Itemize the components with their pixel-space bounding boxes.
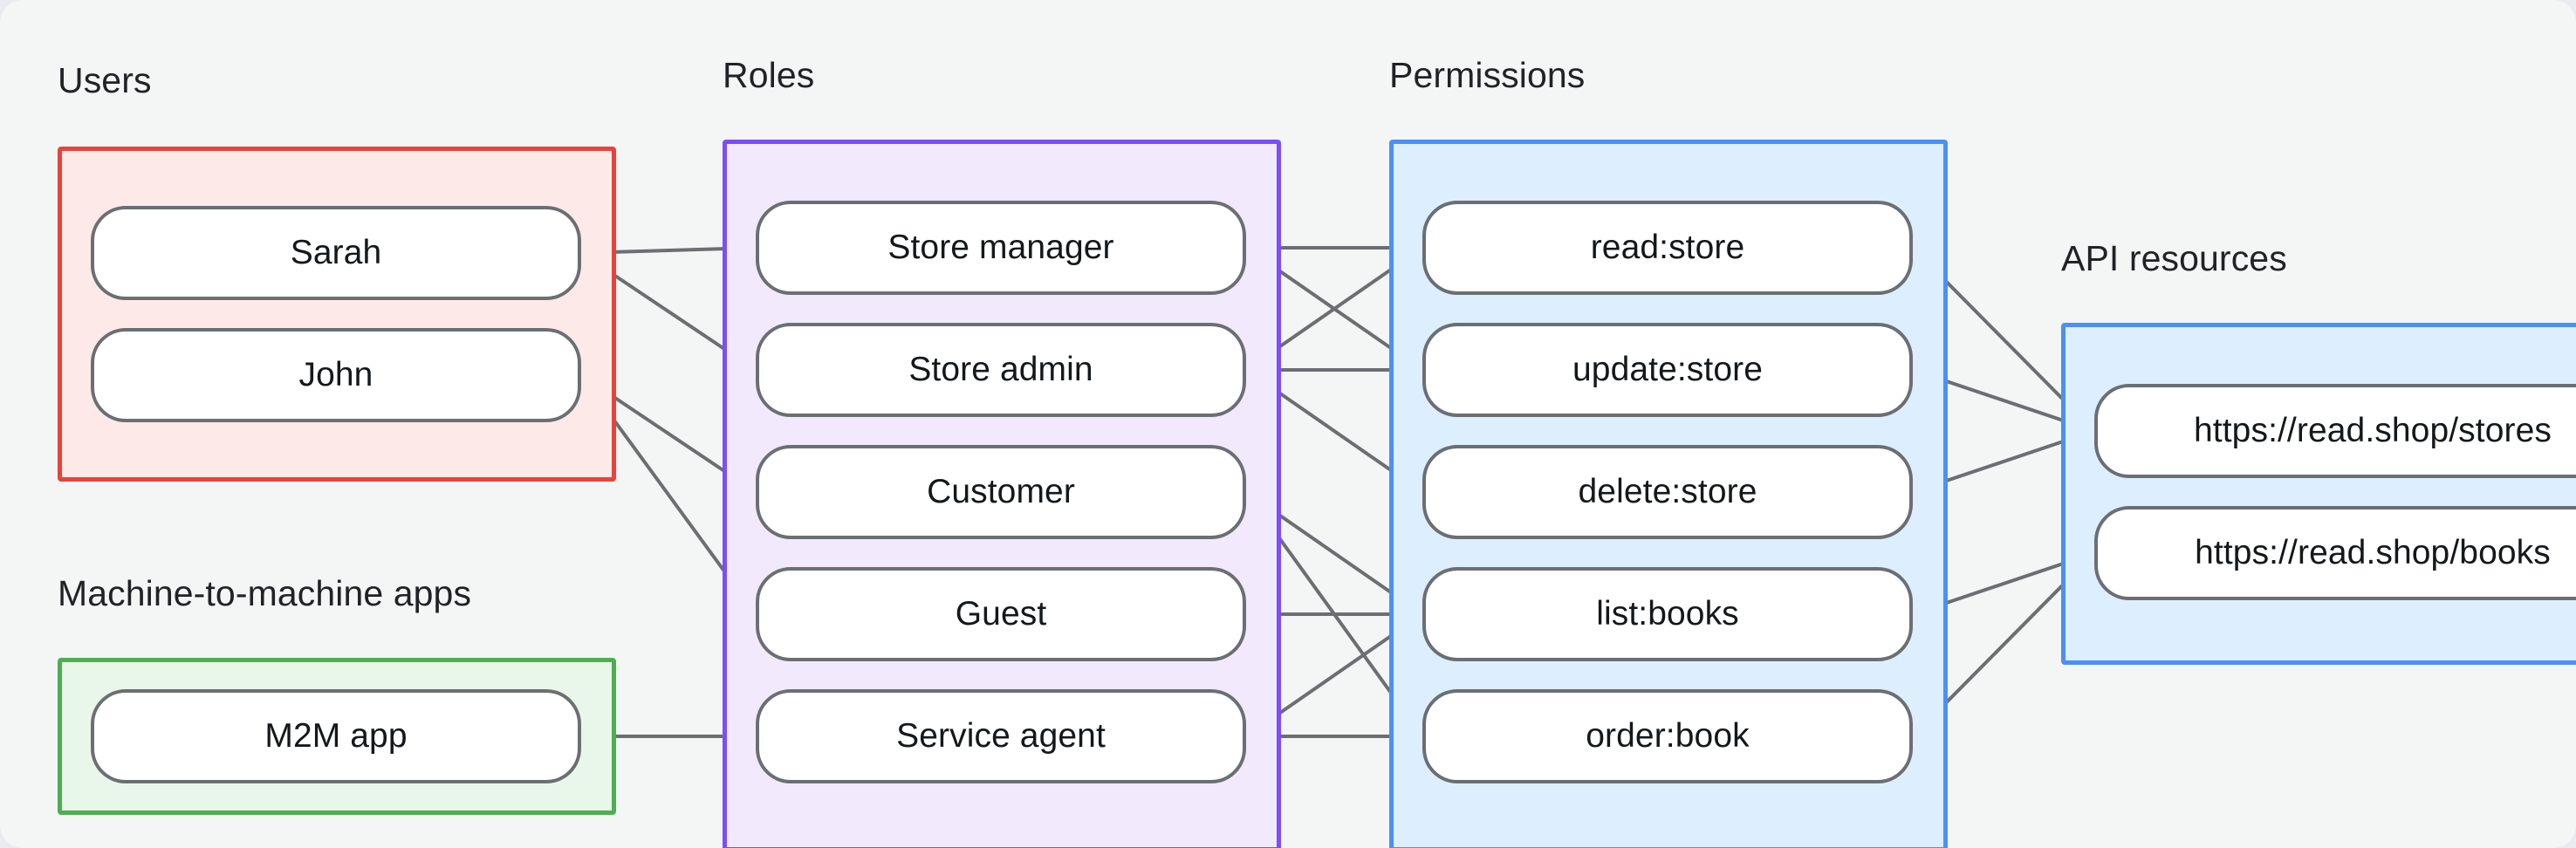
group-title-m2m: Machine-to-machine apps	[58, 573, 472, 613]
node-update-store[interactable]: update:store	[1422, 323, 1913, 417]
group-title-roles: Roles	[723, 55, 815, 95]
node-res-books[interactable]: https://read.shop/books	[2094, 506, 2576, 600]
node-store-manager[interactable]: Store manager	[756, 201, 1246, 295]
group-title-users: Users	[58, 60, 152, 100]
node-service-agent[interactable]: Service agent	[756, 689, 1246, 783]
group-title-api-resources: API resources	[2061, 238, 2287, 278]
node-guest[interactable]: Guest	[756, 567, 1246, 661]
node-m2m-app[interactable]: M2M app	[91, 689, 581, 783]
node-sarah[interactable]: Sarah	[91, 206, 581, 300]
node-list-books[interactable]: list:books	[1422, 567, 1913, 661]
group-box-api-resources	[2061, 323, 2576, 665]
node-customer[interactable]: Customer	[756, 445, 1246, 539]
node-store-admin[interactable]: Store admin	[756, 323, 1246, 417]
group-box-users	[58, 147, 616, 482]
node-order-book[interactable]: order:book	[1422, 689, 1913, 783]
node-res-stores[interactable]: https://read.shop/stores	[2094, 384, 2576, 478]
node-read-store[interactable]: read:store	[1422, 201, 1913, 295]
node-john[interactable]: John	[91, 328, 581, 422]
node-delete-store[interactable]: delete:store	[1422, 445, 1913, 539]
group-title-permissions: Permissions	[1389, 55, 1586, 95]
